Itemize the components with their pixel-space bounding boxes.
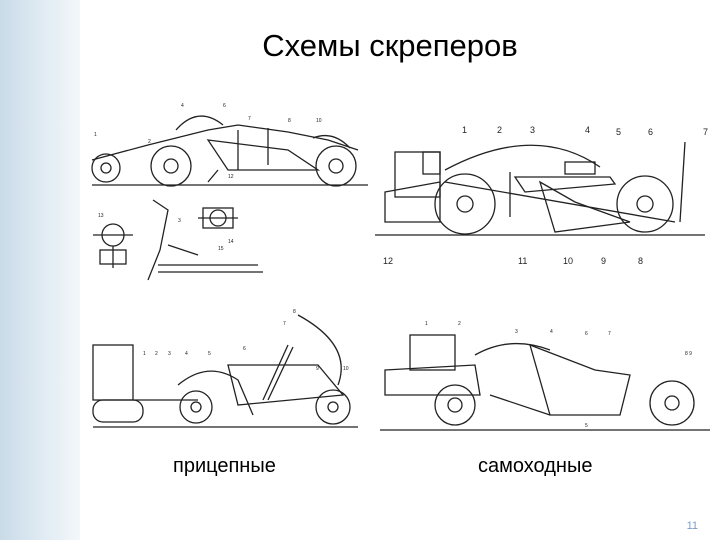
svg-text:7: 7	[703, 127, 708, 137]
svg-text:7: 7	[608, 331, 611, 337]
svg-text:2: 2	[458, 321, 461, 327]
svg-text:13: 13	[98, 213, 104, 219]
svg-text:15: 15	[218, 246, 224, 252]
svg-text:14: 14	[228, 239, 234, 245]
svg-text:8: 8	[638, 256, 643, 266]
svg-text:5: 5	[585, 423, 588, 429]
svg-text:4: 4	[550, 329, 553, 335]
svg-text:10: 10	[563, 256, 573, 266]
svg-text:3: 3	[530, 125, 535, 135]
svg-text:6: 6	[585, 331, 588, 337]
scraper-wheel	[616, 175, 674, 233]
callout-labels-top: 1 2 3 4 5 6 7 12 11 10 9 8	[383, 125, 708, 266]
caption-self-propelled: самоходные	[478, 455, 593, 477]
svg-text:12: 12	[228, 174, 234, 180]
svg-text:7: 7	[283, 321, 286, 327]
scraper-detail-views: 13 3 14 15	[93, 199, 263, 281]
svg-text:7: 7	[248, 116, 251, 122]
svg-text:8: 8	[288, 118, 291, 124]
svg-text:6: 6	[243, 346, 246, 352]
svg-text:4: 4	[185, 351, 188, 357]
svg-text:3: 3	[168, 351, 171, 357]
rear-wheel	[649, 380, 695, 426]
svg-text:2: 2	[148, 139, 151, 145]
caption-trailed: прицепные	[173, 455, 276, 477]
svg-text:2: 2	[155, 351, 158, 357]
svg-text:5: 5	[616, 127, 621, 137]
svg-text:5: 5	[208, 351, 211, 357]
slide-title: Схемы скреперов	[262, 28, 518, 63]
svg-text:12: 12	[383, 256, 393, 266]
svg-text:8: 8	[293, 309, 296, 315]
page-number: 11	[686, 520, 698, 532]
svg-text:8 9: 8 9	[685, 351, 692, 357]
scraper-side-view: 1 2 4 6 7 8 10 12	[91, 103, 368, 187]
figure-scraper-tractor-top: 1 2 3 4 5 6 7 12 11 10 9 8	[375, 125, 708, 266]
svg-text:1: 1	[143, 351, 146, 357]
rear-wheel	[315, 389, 351, 425]
front-wheel	[179, 390, 213, 424]
tractor-body	[384, 181, 441, 223]
svg-text:6: 6	[223, 103, 226, 109]
figure-trailed-scraper-top: 1 2 4 6 7 8 10 12 13 3 14 15	[91, 103, 368, 281]
svg-text:3: 3	[178, 218, 181, 224]
figure-trailed-scraper-bottom: 1 2 3 4 5 6 7 8 9 10	[92, 309, 358, 428]
svg-text:2: 2	[497, 125, 502, 135]
front-wheel	[434, 384, 476, 426]
cab	[409, 334, 456, 371]
svg-text:11: 11	[518, 256, 527, 266]
crawler-tractor	[92, 344, 134, 401]
side-decor-bar	[0, 0, 80, 540]
svg-text:10: 10	[343, 366, 349, 372]
svg-text:1: 1	[94, 132, 97, 138]
svg-text:3: 3	[515, 329, 518, 335]
svg-text:10: 10	[316, 118, 322, 124]
svg-text:4: 4	[181, 103, 184, 109]
svg-text:6: 6	[648, 127, 653, 137]
figure-self-propelled-scraper: 1 2 3 4 6 7 8 9 5	[380, 321, 710, 431]
callout-labels-bottom: 1 2 3 4 6 7 8 9 5	[425, 321, 692, 429]
svg-text:4: 4	[585, 125, 590, 135]
rear-wheel-tractor	[434, 173, 496, 235]
svg-text:1: 1	[462, 125, 467, 135]
svg-text:9: 9	[316, 366, 319, 372]
svg-text:9: 9	[601, 256, 606, 266]
svg-text:1: 1	[425, 321, 428, 327]
